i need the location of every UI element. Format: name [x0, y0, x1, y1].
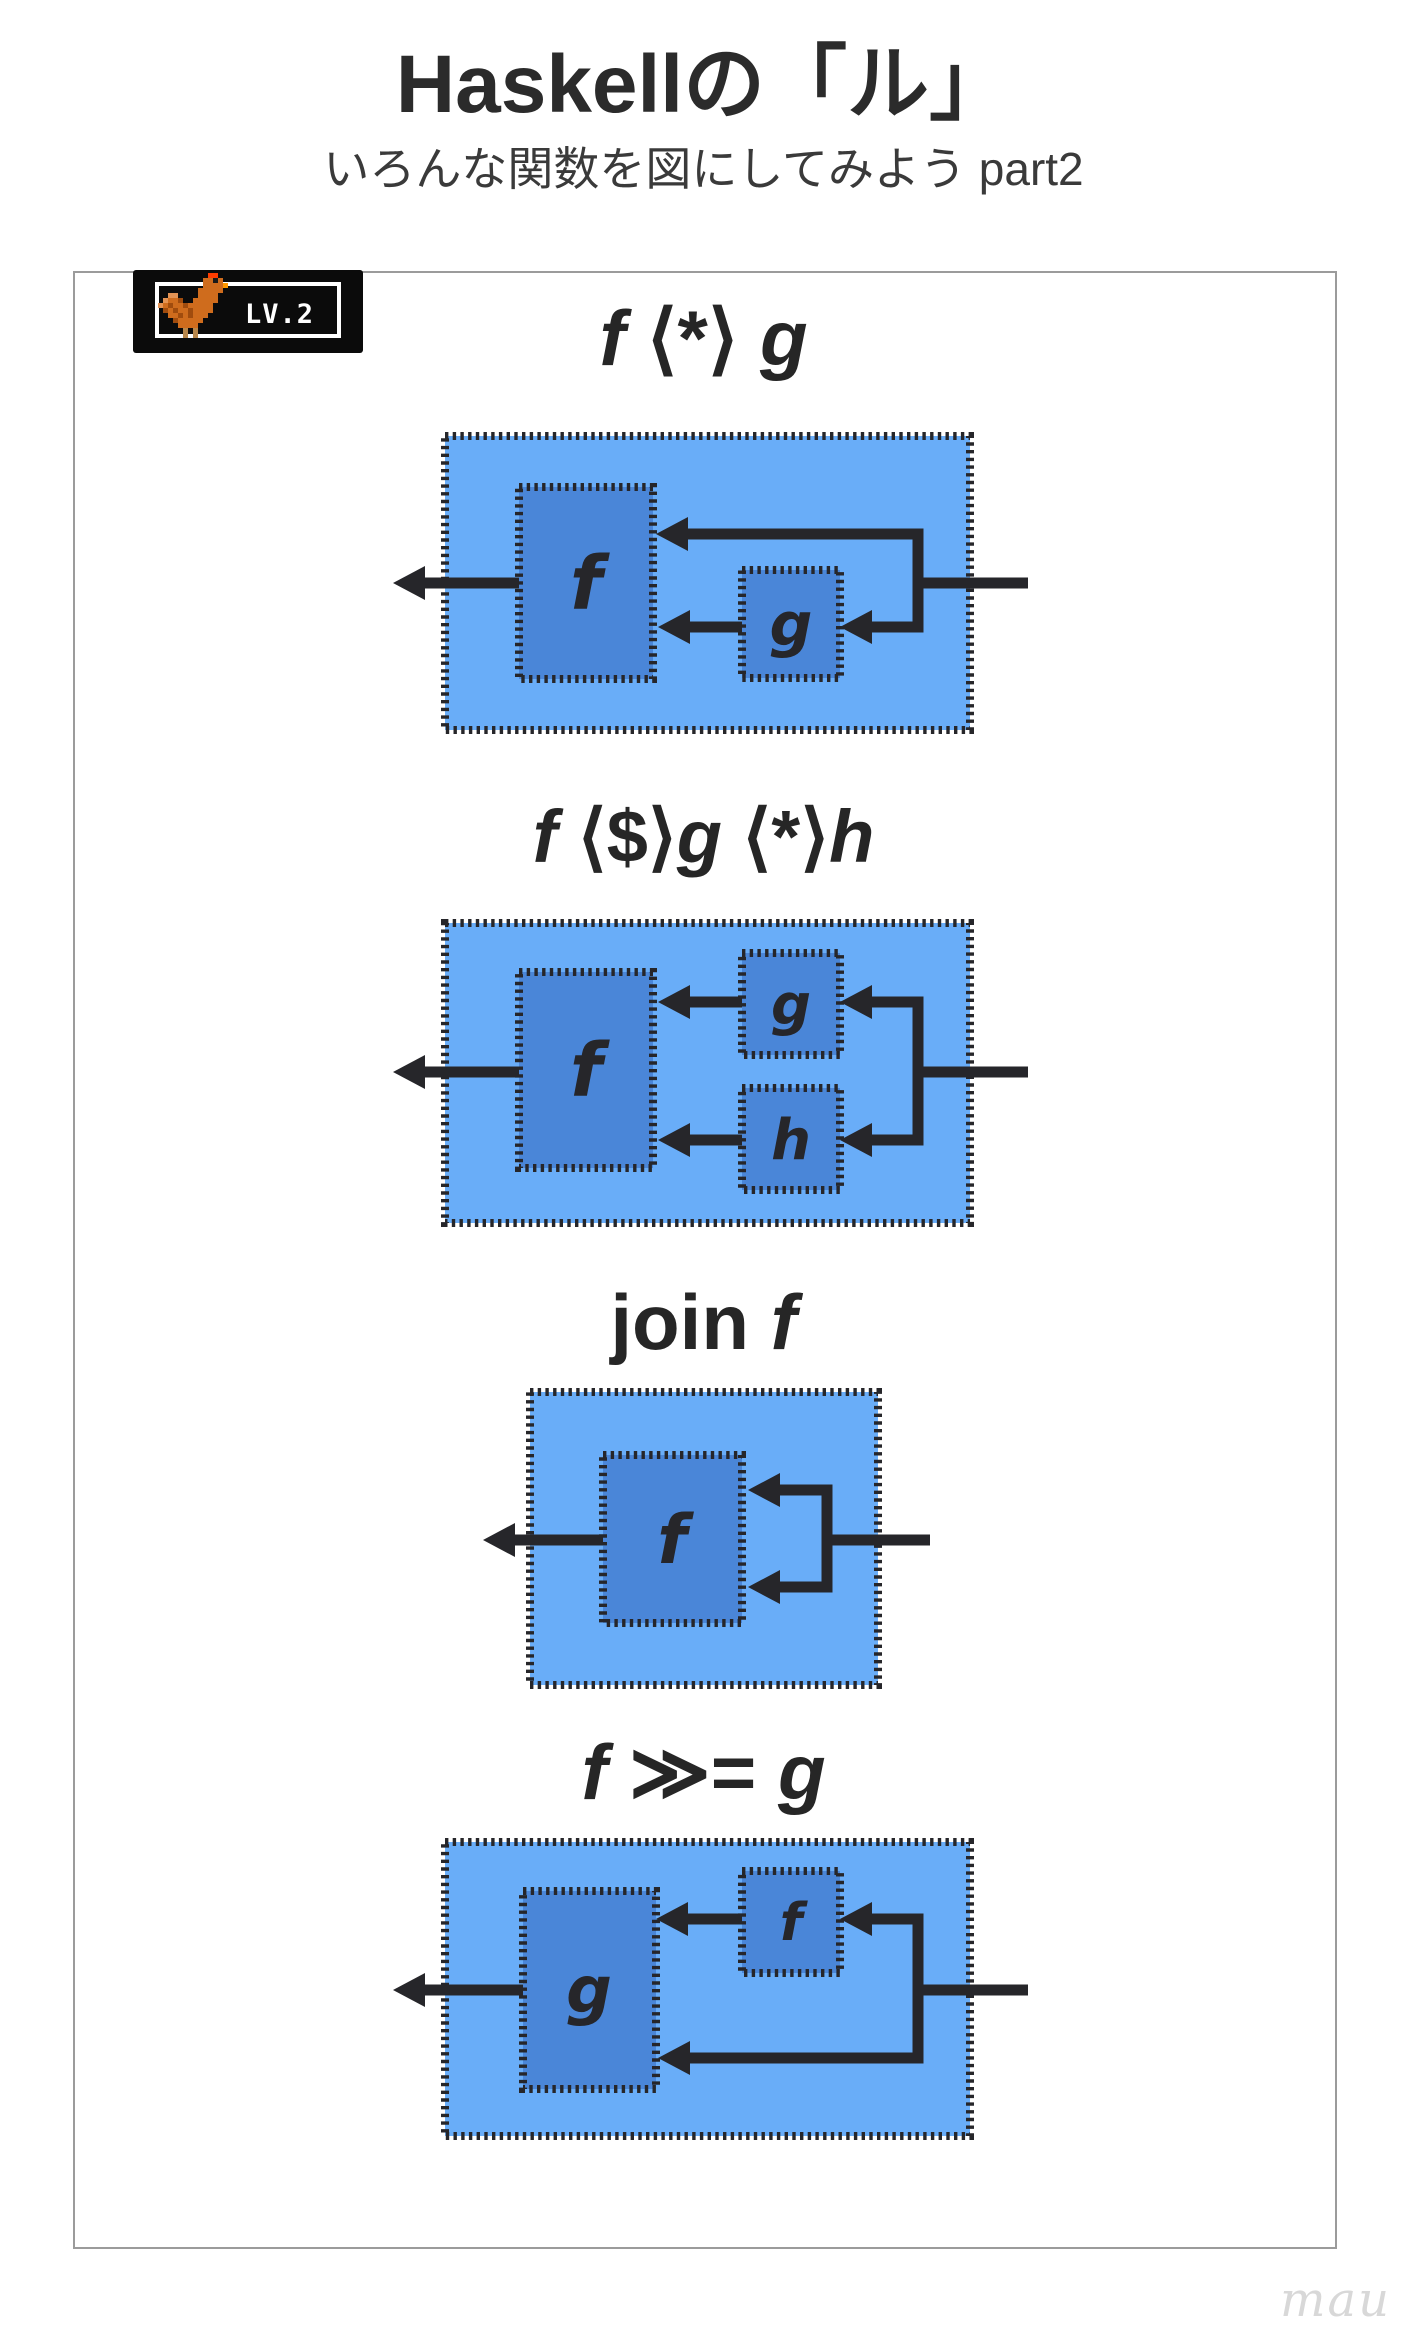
arrow-input-to-f-bottom	[748, 1540, 833, 1604]
function-box-f	[599, 1451, 746, 1627]
arrow-input-to-h	[840, 1072, 924, 1157]
page-title: Haskellの「ル」	[395, 39, 1012, 130]
arrow-input-to-f-top	[748, 1473, 833, 1540]
figure-title-applicative: f ⟨*⟩ g	[0, 297, 1407, 380]
box-label-g: g	[566, 1954, 612, 2028]
figure-fmap-apply-chain: f g h	[393, 919, 1028, 1227]
arrow-input-to-f	[840, 1902, 924, 1990]
function-box-g	[519, 1887, 660, 2093]
title-f: f	[770, 1278, 797, 1366]
box-label-h: h	[771, 1108, 811, 1173]
title-op: ⟨*⟩	[625, 294, 760, 382]
arrow-input-to-g	[840, 583, 924, 644]
figure-title-bind: f ≫= g	[0, 1731, 1407, 1814]
chicken-pixel-icon	[158, 273, 163, 278]
title-h: h	[829, 795, 875, 878]
title-f: f	[581, 1728, 608, 1816]
title-f: f	[599, 294, 626, 382]
figure-title-fmap-apply: f ⟨$⟩g ⟨*⟩h	[0, 798, 1407, 876]
function-box-f	[515, 968, 657, 1172]
figure-applicative-apply: f g	[393, 432, 1028, 734]
page-subtitle: いろんな関数を図にしてみよう part2	[323, 143, 1084, 195]
figure-title-join: join f	[0, 1281, 1407, 1364]
arrow-input-to-g	[658, 1990, 924, 2075]
badge-bracket-frame	[155, 282, 341, 338]
figure-bind: g f	[393, 1838, 1028, 2140]
title-op1: ⟨$⟩	[557, 795, 677, 878]
title-f: f	[532, 795, 558, 878]
level-badge-label: LV.2	[245, 299, 315, 330]
box-label-g: g	[770, 590, 813, 660]
title-g: g	[759, 294, 808, 382]
arrow-input-to-g	[840, 985, 924, 1072]
title-g: g	[777, 1728, 826, 1816]
level-badge: LV.2	[133, 270, 363, 353]
title-g: g	[676, 795, 722, 878]
function-box-f	[515, 483, 657, 683]
title-op2: ⟨*⟩	[722, 795, 830, 878]
title-op: ≫=	[607, 1728, 778, 1816]
title-join: join	[610, 1278, 771, 1366]
arrow-input-to-f	[656, 517, 924, 583]
figure-join: f	[483, 1388, 930, 1689]
function-box-g	[738, 566, 844, 682]
box-label-g: g	[771, 973, 811, 1038]
author-signature: mau	[1279, 2272, 1391, 2328]
